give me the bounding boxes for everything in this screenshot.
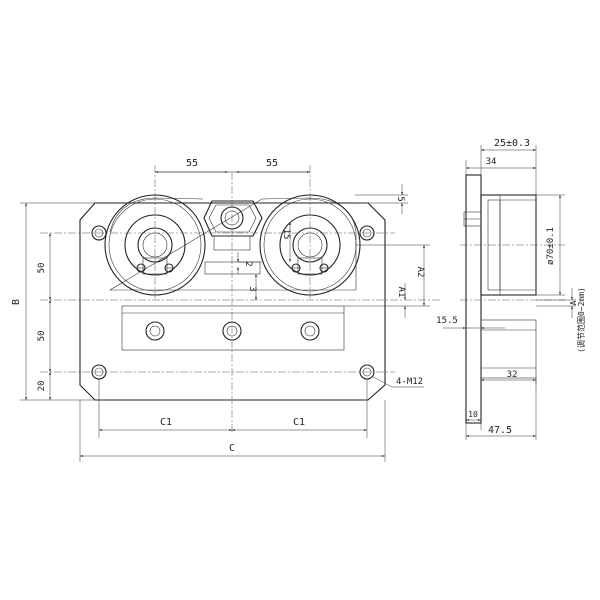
side-view: 25±0.3 34 ø70±0.1 A (调节范围0~2mm) 15.5 32 … [436,138,586,440]
adjust-slot [204,261,261,275]
holes-callout: 4-M12 [396,377,423,387]
dim-c: C [229,443,235,454]
dim-55-left: 55 [186,158,198,169]
dim-55-right: 55 [266,158,278,169]
dim-32: 32 [507,370,518,380]
side-mount-block [480,319,537,379]
dim-47-5: 47.5 [488,425,512,436]
front-view: 55 55 5 15 2 3 A2 A1 B 50 [11,158,440,462]
adjust-range-note: (调节范围0~2mm) [576,287,586,353]
dim-50-upper: 50 [37,263,47,274]
dim-10: 10 [468,410,478,419]
dim-c1-left: C1 [160,417,172,428]
dim-2: 2 [243,261,253,266]
dim-a: A [569,300,578,305]
dim-15: 15 [281,229,291,240]
dim-a1: A1 [396,287,406,298]
base-plate [79,202,386,401]
dim-20: 20 [37,381,47,392]
dim-15-5: 15.5 [436,316,458,326]
block-bolt [300,321,320,341]
dim-c1-right: C1 [293,417,305,428]
block-bolt [145,321,165,341]
dim-25: 25±0.3 [494,138,530,149]
mounting-block [121,305,345,351]
dim-3: 3 [247,286,257,291]
dim-50-lower: 50 [37,331,47,342]
side-base-plate [465,174,482,424]
dim-a2: A2 [415,267,425,278]
dim-diameter: ø70±0.1 [546,227,556,265]
dim-34: 34 [486,157,497,167]
dim-5: 5 [395,196,405,201]
roller-housing [108,197,357,291]
center-hex-nut [203,200,263,251]
dim-b: B [11,299,22,305]
